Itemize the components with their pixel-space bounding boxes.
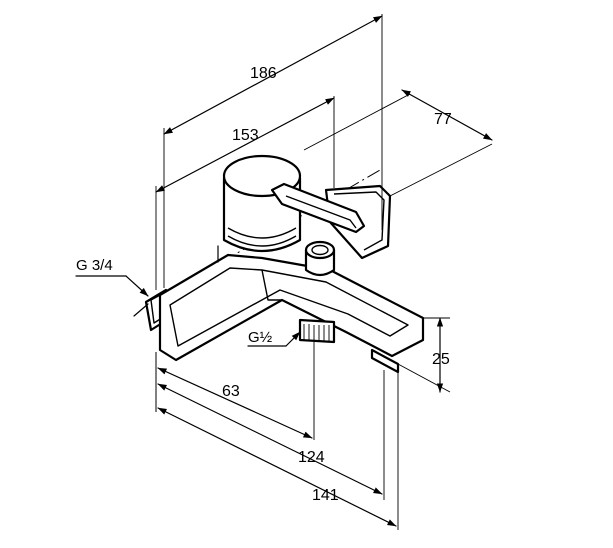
callout-g12-label: G½ (248, 329, 273, 346)
dimension-77-label: 77 (434, 111, 452, 128)
callout-g34-label: G 3/4 (76, 257, 113, 274)
dimension-186-label: 186 (250, 65, 277, 82)
shower-outlet-connection (298, 318, 336, 344)
dimension-124: 124 (155, 370, 385, 500)
dimension-25-label: 25 (432, 351, 450, 368)
dimension-63-label: 63 (222, 383, 240, 400)
dimension-153: 153 (155, 96, 335, 290)
callout-g12: G½ (247, 329, 301, 347)
dimension-124-label: 124 (298, 449, 325, 466)
dimension-25: 25 (397, 317, 451, 393)
mixer-housing (158, 253, 425, 362)
dimension-141: 141 (155, 352, 399, 530)
dimension-153-label: 153 (232, 127, 259, 144)
diverter-knob (304, 240, 336, 277)
dimension-77: 77 (303, 89, 493, 197)
callout-g34: G 3/4 (75, 257, 149, 317)
mixer-body (144, 154, 425, 374)
dimension-141-label: 141 (312, 487, 339, 504)
